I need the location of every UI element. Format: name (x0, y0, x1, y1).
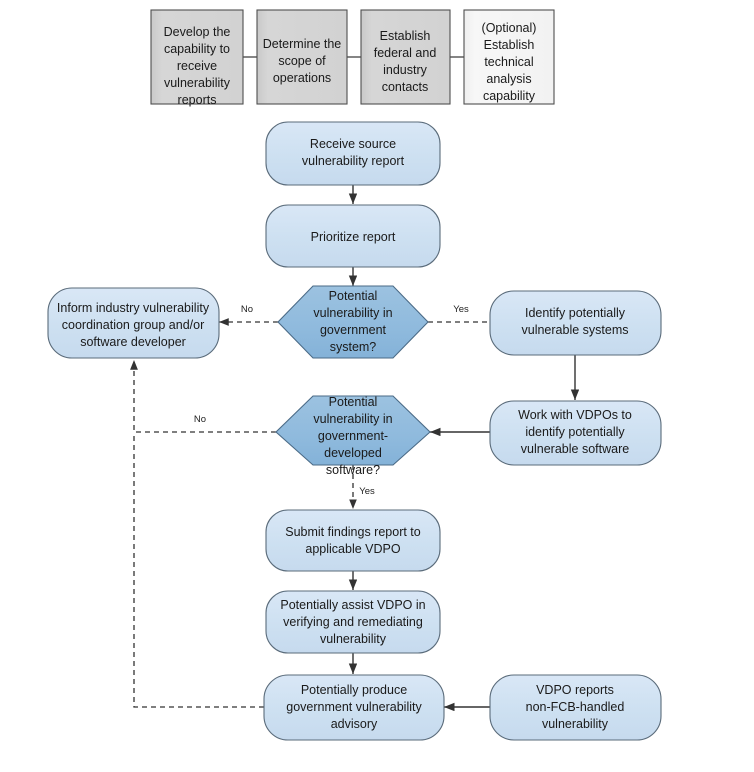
assist-line-1: verifying and remediating (283, 615, 423, 629)
node-prioritize-report[interactable]: Prioritize report (265, 204, 441, 268)
prep-step-determine-scope[interactable]: Determine the scope of operations (256, 9, 348, 105)
advisory-line-1: government vulnerability (286, 700, 422, 714)
identify-line-1: vulnerable systems (522, 323, 629, 337)
decision2-line-0: Potential (329, 395, 378, 409)
node-potentially-assist-vdpo[interactable]: Potentially assist VDPO in verifying and… (265, 590, 441, 654)
decision2-line-3: developed (324, 446, 382, 460)
inform-line-0: Inform industry vulnerability (57, 301, 210, 315)
node-receive-source-vulnerability-report[interactable]: Receive source vulnerability report (265, 121, 441, 186)
prioritize-line-0: Prioritize report (311, 230, 396, 244)
prep1-line-1: capability to (164, 42, 230, 56)
prep-step-establish-contacts[interactable]: Establish federal and industry contacts (360, 9, 451, 105)
vdporeport-line-0: VDPO reports (536, 683, 614, 697)
edge-label-decision1-no: No (241, 304, 253, 315)
node-inform-industry-vulnerability-coordination[interactable]: Inform industry vulnerability coordinati… (47, 287, 220, 359)
prep1-line-0: Develop the (164, 25, 231, 39)
submit-line-0: Submit findings report to (285, 525, 421, 539)
identify-line-0: Identify potentially (525, 306, 626, 320)
decision1-line-1: vulnerability in (313, 306, 392, 320)
prep4-line-2: technical (484, 55, 533, 69)
prep4-line-4: capability (483, 89, 536, 103)
submit-line-1: applicable VDPO (305, 542, 400, 556)
prep-step-optional-technical-analysis[interactable]: (Optional) Establish technical analysis … (463, 9, 555, 105)
decision1-line-0: Potential (329, 289, 378, 303)
receive-line-1: vulnerability report (302, 154, 405, 168)
vdpos-line-0: Work with VDPOs to (518, 408, 632, 422)
assist-line-0: Potentially assist VDPO in (280, 598, 425, 612)
prep2-line-1: scope of (278, 54, 326, 68)
node-vdpo-reports-non-fcb-handled[interactable]: VDPO reports non-FCB-handled vulnerabili… (489, 674, 662, 741)
prep3-line-3: contacts (382, 80, 429, 94)
edge-label-decision2-no: No (194, 414, 206, 425)
assist-line-2: vulnerability (320, 632, 387, 646)
vdpos-line-1: identify potentially (525, 425, 625, 439)
node-work-with-vdpos[interactable]: Work with VDPOs to identify potentially … (489, 400, 662, 466)
node-decision-potential-vulnerability-government-system[interactable]: Potential vulnerability in government sy… (277, 285, 429, 359)
decision1-line-2: government (320, 323, 387, 337)
prep2-line-2: operations (273, 71, 331, 85)
prep4-line-3: analysis (486, 72, 531, 86)
prep1-line-4: reports (178, 93, 217, 107)
receive-line-0: Receive source (310, 137, 396, 151)
decision2-line-4: software? (326, 463, 380, 477)
decision2-line-2: government- (318, 429, 388, 443)
vdporeport-line-2: vulnerability (542, 717, 609, 731)
decision1-line-3: system? (330, 340, 377, 354)
advisory-line-0: Potentially produce (301, 683, 407, 697)
prep1-line-3: vulnerability (164, 76, 231, 90)
node-submit-findings-report[interactable]: Submit findings report to applicable VDP… (265, 509, 441, 572)
edge-decision2-no-to-inform (130, 360, 276, 433)
decision2-line-1: vulnerability in (313, 412, 392, 426)
prep1-line-2: receive (177, 59, 217, 73)
inform-line-2: software developer (80, 335, 186, 349)
edge-label-decision1-yes: Yes (453, 304, 469, 315)
edge-advisory-to-feedback-line (133, 432, 264, 708)
vdporeport-line-1: non-FCB-handled (526, 700, 625, 714)
prep2-line-0: Determine the (263, 37, 342, 51)
prep4-line-0: (Optional) (482, 21, 537, 35)
node-decision-potential-vulnerability-government-developed-software[interactable]: Potential vulnerability in government- d… (275, 395, 431, 477)
edge-label-decision2-yes: Yes (359, 486, 375, 497)
prep4-line-1: Establish (484, 38, 535, 52)
node-identify-potentially-vulnerable-systems[interactable]: Identify potentially vulnerable systems (489, 290, 662, 356)
prep-step-develop-capability[interactable]: Develop the capability to receive vulner… (150, 9, 244, 107)
vdpos-line-2: vulnerable software (521, 442, 629, 456)
prep3-line-2: industry (383, 63, 428, 77)
prep3-line-1: federal and (374, 46, 437, 60)
prep3-line-0: Establish (380, 29, 431, 43)
inform-line-1: coordination group and/or (62, 318, 204, 332)
advisory-line-2: advisory (331, 717, 378, 731)
node-potentially-produce-advisory[interactable]: Potentially produce government vulnerabi… (263, 674, 445, 741)
